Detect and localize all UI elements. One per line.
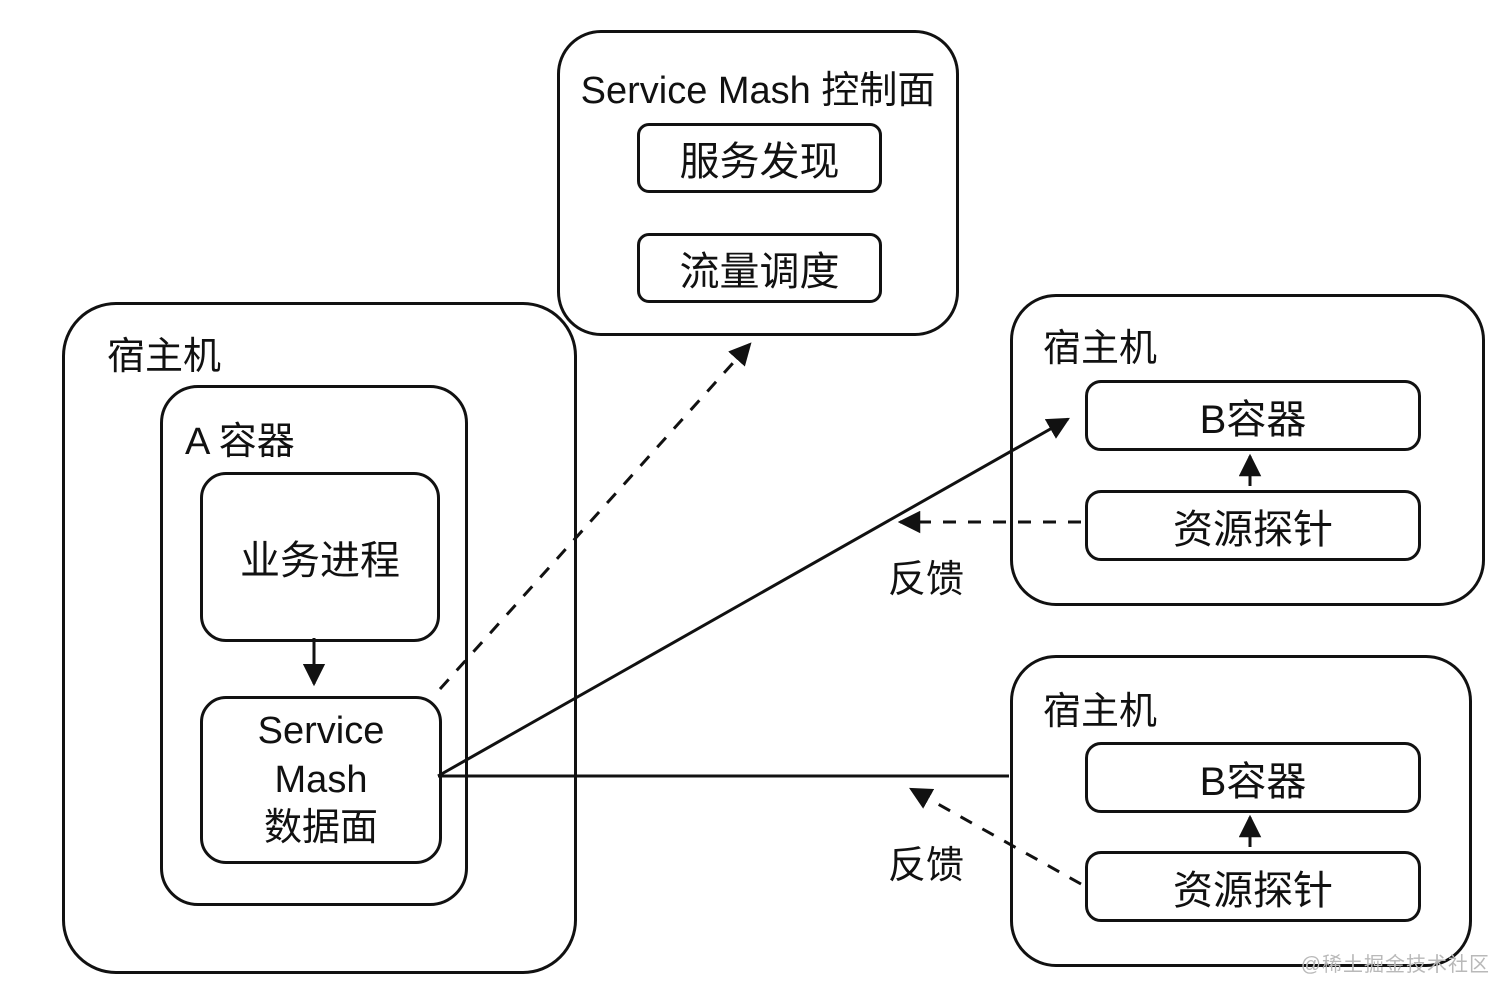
right-host-bottom-label: 宿主机	[1043, 691, 1158, 733]
resource-probe-top-box: 资源探针	[1085, 490, 1421, 561]
service-mash-dataplane-box: Service Mash 数据面	[200, 696, 442, 864]
left-host-box: 宿主机 A 容器 业务进程 Service Mash 数据面	[62, 302, 577, 974]
feedback-label-bottom: 反馈	[888, 845, 965, 887]
right-host-bottom-box: 宿主机 B容器 资源探针	[1010, 655, 1472, 967]
a-container-label: A 容器	[185, 421, 295, 463]
a-container-box: A 容器 业务进程 Service Mash 数据面	[160, 385, 468, 906]
dataplane-line-1: Service	[257, 710, 385, 753]
control-plane-title: Service Mash 控制面	[580, 70, 936, 112]
right-host-top-label: 宿主机	[1043, 328, 1158, 370]
left-host-label: 宿主机	[107, 336, 222, 378]
watermark: @稀土掘金技术社区	[1300, 954, 1490, 976]
b-container-bottom-box: B容器	[1085, 742, 1421, 813]
traffic-scheduling-box: 流量调度	[637, 233, 882, 303]
service-discovery-box: 服务发现	[637, 123, 882, 193]
dataplane-line-3: 数据面	[263, 807, 378, 850]
business-process-box: 业务进程	[200, 472, 440, 642]
resource-probe-bottom-box: 资源探针	[1085, 851, 1421, 922]
control-plane-box: Service Mash 控制面 服务发现 流量调度	[557, 30, 959, 336]
feedback-label-top: 反馈	[888, 559, 965, 601]
right-host-top-box: 宿主机 B容器 资源探针	[1010, 294, 1485, 606]
dataplane-line-2: Mash	[274, 758, 368, 801]
b-container-top-box: B容器	[1085, 380, 1421, 451]
